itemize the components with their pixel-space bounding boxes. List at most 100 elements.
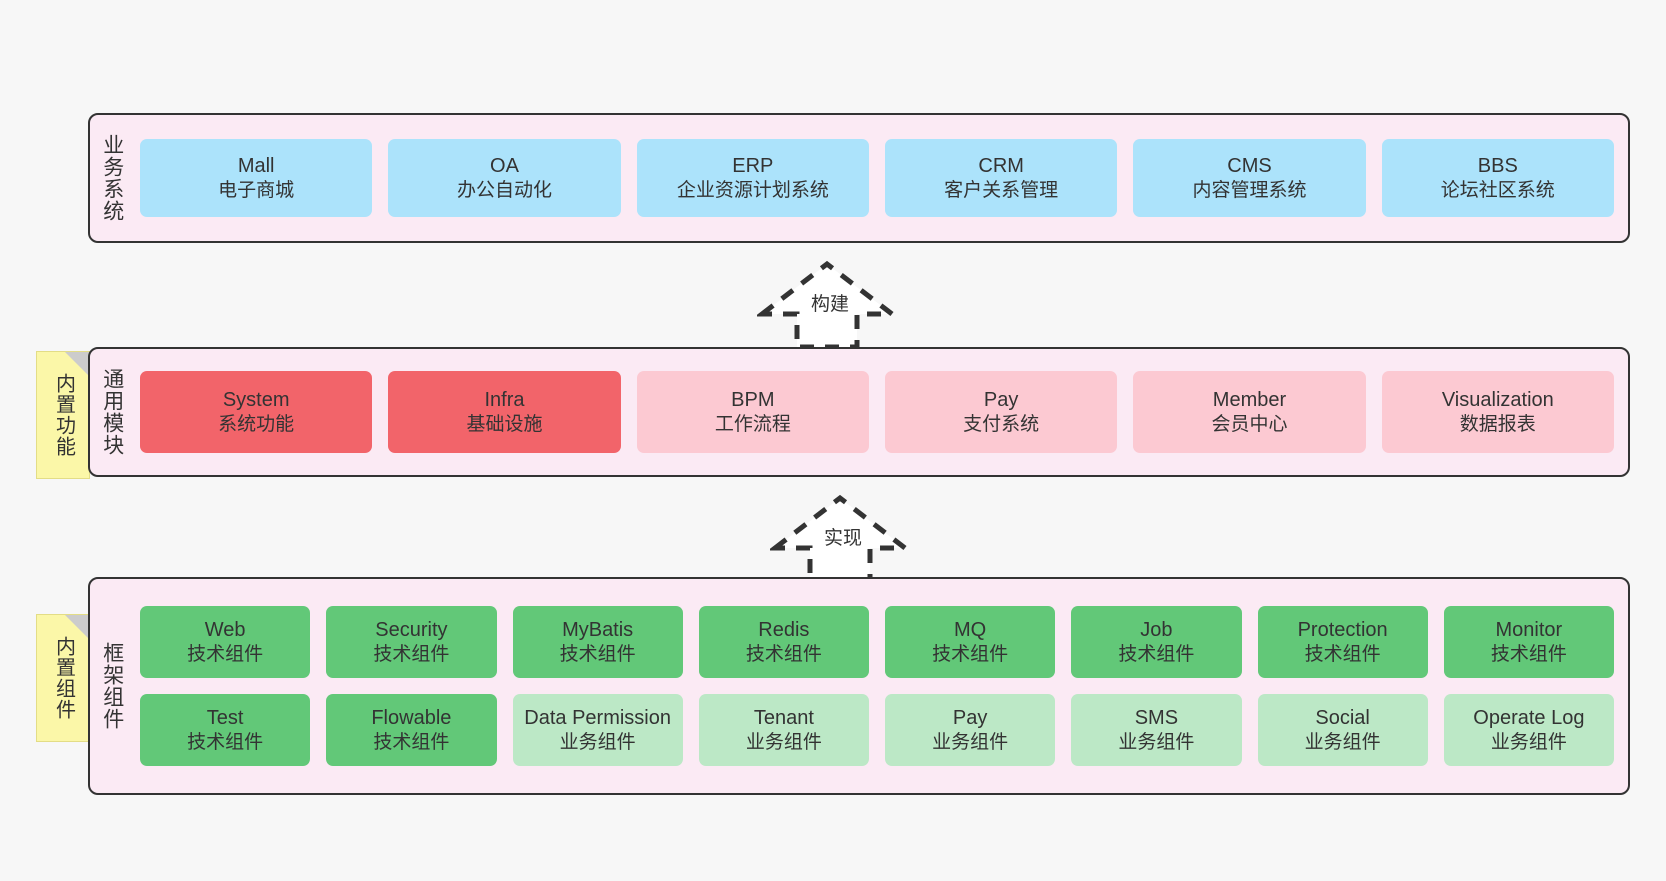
box-title: MQ (954, 619, 987, 642)
box-subtitle: 业务组件 (1304, 731, 1381, 753)
box-title: BPM (731, 389, 775, 412)
box-title: OA (490, 155, 519, 178)
sticky-note-builtin-component: 内置组件 (36, 614, 90, 742)
arrow-up-dashed-icon (754, 260, 900, 350)
box-title: Flowable (371, 707, 452, 730)
sticky-note-label: 内置组件 (52, 636, 75, 720)
connector-arrow-build (754, 259, 900, 351)
box-subtitle: 支付系统 (963, 413, 1040, 435)
box-title: Protection (1297, 619, 1388, 642)
box-subtitle: 技术组件 (1304, 643, 1381, 665)
box-title: BBS (1477, 155, 1518, 178)
box-subtitle: 业务组件 (1490, 731, 1567, 753)
box-title: Job (1140, 619, 1173, 642)
box-title: SMS (1134, 707, 1179, 730)
arrow-up-dashed-icon (767, 494, 913, 584)
box-subtitle: 业务组件 (559, 731, 636, 753)
box-subtitle: 客户关系管理 (944, 179, 1059, 201)
section-label-common: 通用模块 (100, 368, 124, 456)
box-subtitle: 业务组件 (745, 731, 822, 753)
connector-label-implement: 实现 (824, 528, 863, 549)
section-label-framework: 框架组件 (100, 642, 124, 730)
box-subtitle: 技术组件 (187, 643, 264, 665)
box-subtitle: 技术组件 (1490, 643, 1567, 665)
box-title: Web (204, 619, 246, 642)
box-subtitle: 基础设施 (466, 413, 543, 435)
box-subtitle: 会员中心 (1211, 413, 1288, 435)
box-subtitle: 技术组件 (932, 643, 1009, 665)
box-subtitle: 企业资源计划系统 (676, 179, 829, 201)
box-subtitle: 技术组件 (187, 731, 264, 753)
connector-label-build: 构建 (811, 294, 850, 315)
sticky-note-builtin-function: 内置功能 (36, 351, 90, 479)
sticky-note-label: 内置功能 (52, 373, 75, 457)
box-subtitle: 电子商城 (218, 179, 295, 201)
box-title: Test (206, 707, 244, 730)
box-subtitle: 数据报表 (1459, 413, 1536, 435)
box-title: Pay (983, 389, 1019, 412)
box-title: System (222, 389, 290, 412)
box-title: Redis (758, 619, 810, 642)
box-title: CMS (1227, 155, 1272, 178)
box-subtitle: 系统功能 (218, 413, 295, 435)
box-title: MyBatis (562, 619, 634, 642)
box-title: ERP (732, 155, 774, 178)
box-title: CRM (978, 155, 1024, 178)
box-title: Member (1212, 389, 1287, 412)
section-label-business: 业务系统 (100, 134, 124, 222)
box-subtitle: 技术组件 (373, 643, 450, 665)
box-title: Infra (484, 389, 525, 412)
box-subtitle: 技术组件 (559, 643, 636, 665)
box-subtitle: 工作流程 (714, 413, 791, 435)
box-title: Visualization (1441, 389, 1554, 412)
box-title: Pay (952, 707, 988, 730)
box-title: Tenant (753, 707, 814, 730)
box-subtitle: 技术组件 (373, 731, 450, 753)
box-subtitle: 技术组件 (1118, 643, 1195, 665)
box-subtitle: 业务组件 (932, 731, 1009, 753)
box-title: Mall (237, 155, 275, 178)
box-title: Data Permission (524, 707, 671, 730)
box-subtitle: 内容管理系统 (1192, 179, 1307, 201)
box-title: Operate Log (1473, 707, 1585, 730)
box-subtitle: 技术组件 (745, 643, 822, 665)
box-subtitle: 论坛社区系统 (1440, 179, 1555, 201)
